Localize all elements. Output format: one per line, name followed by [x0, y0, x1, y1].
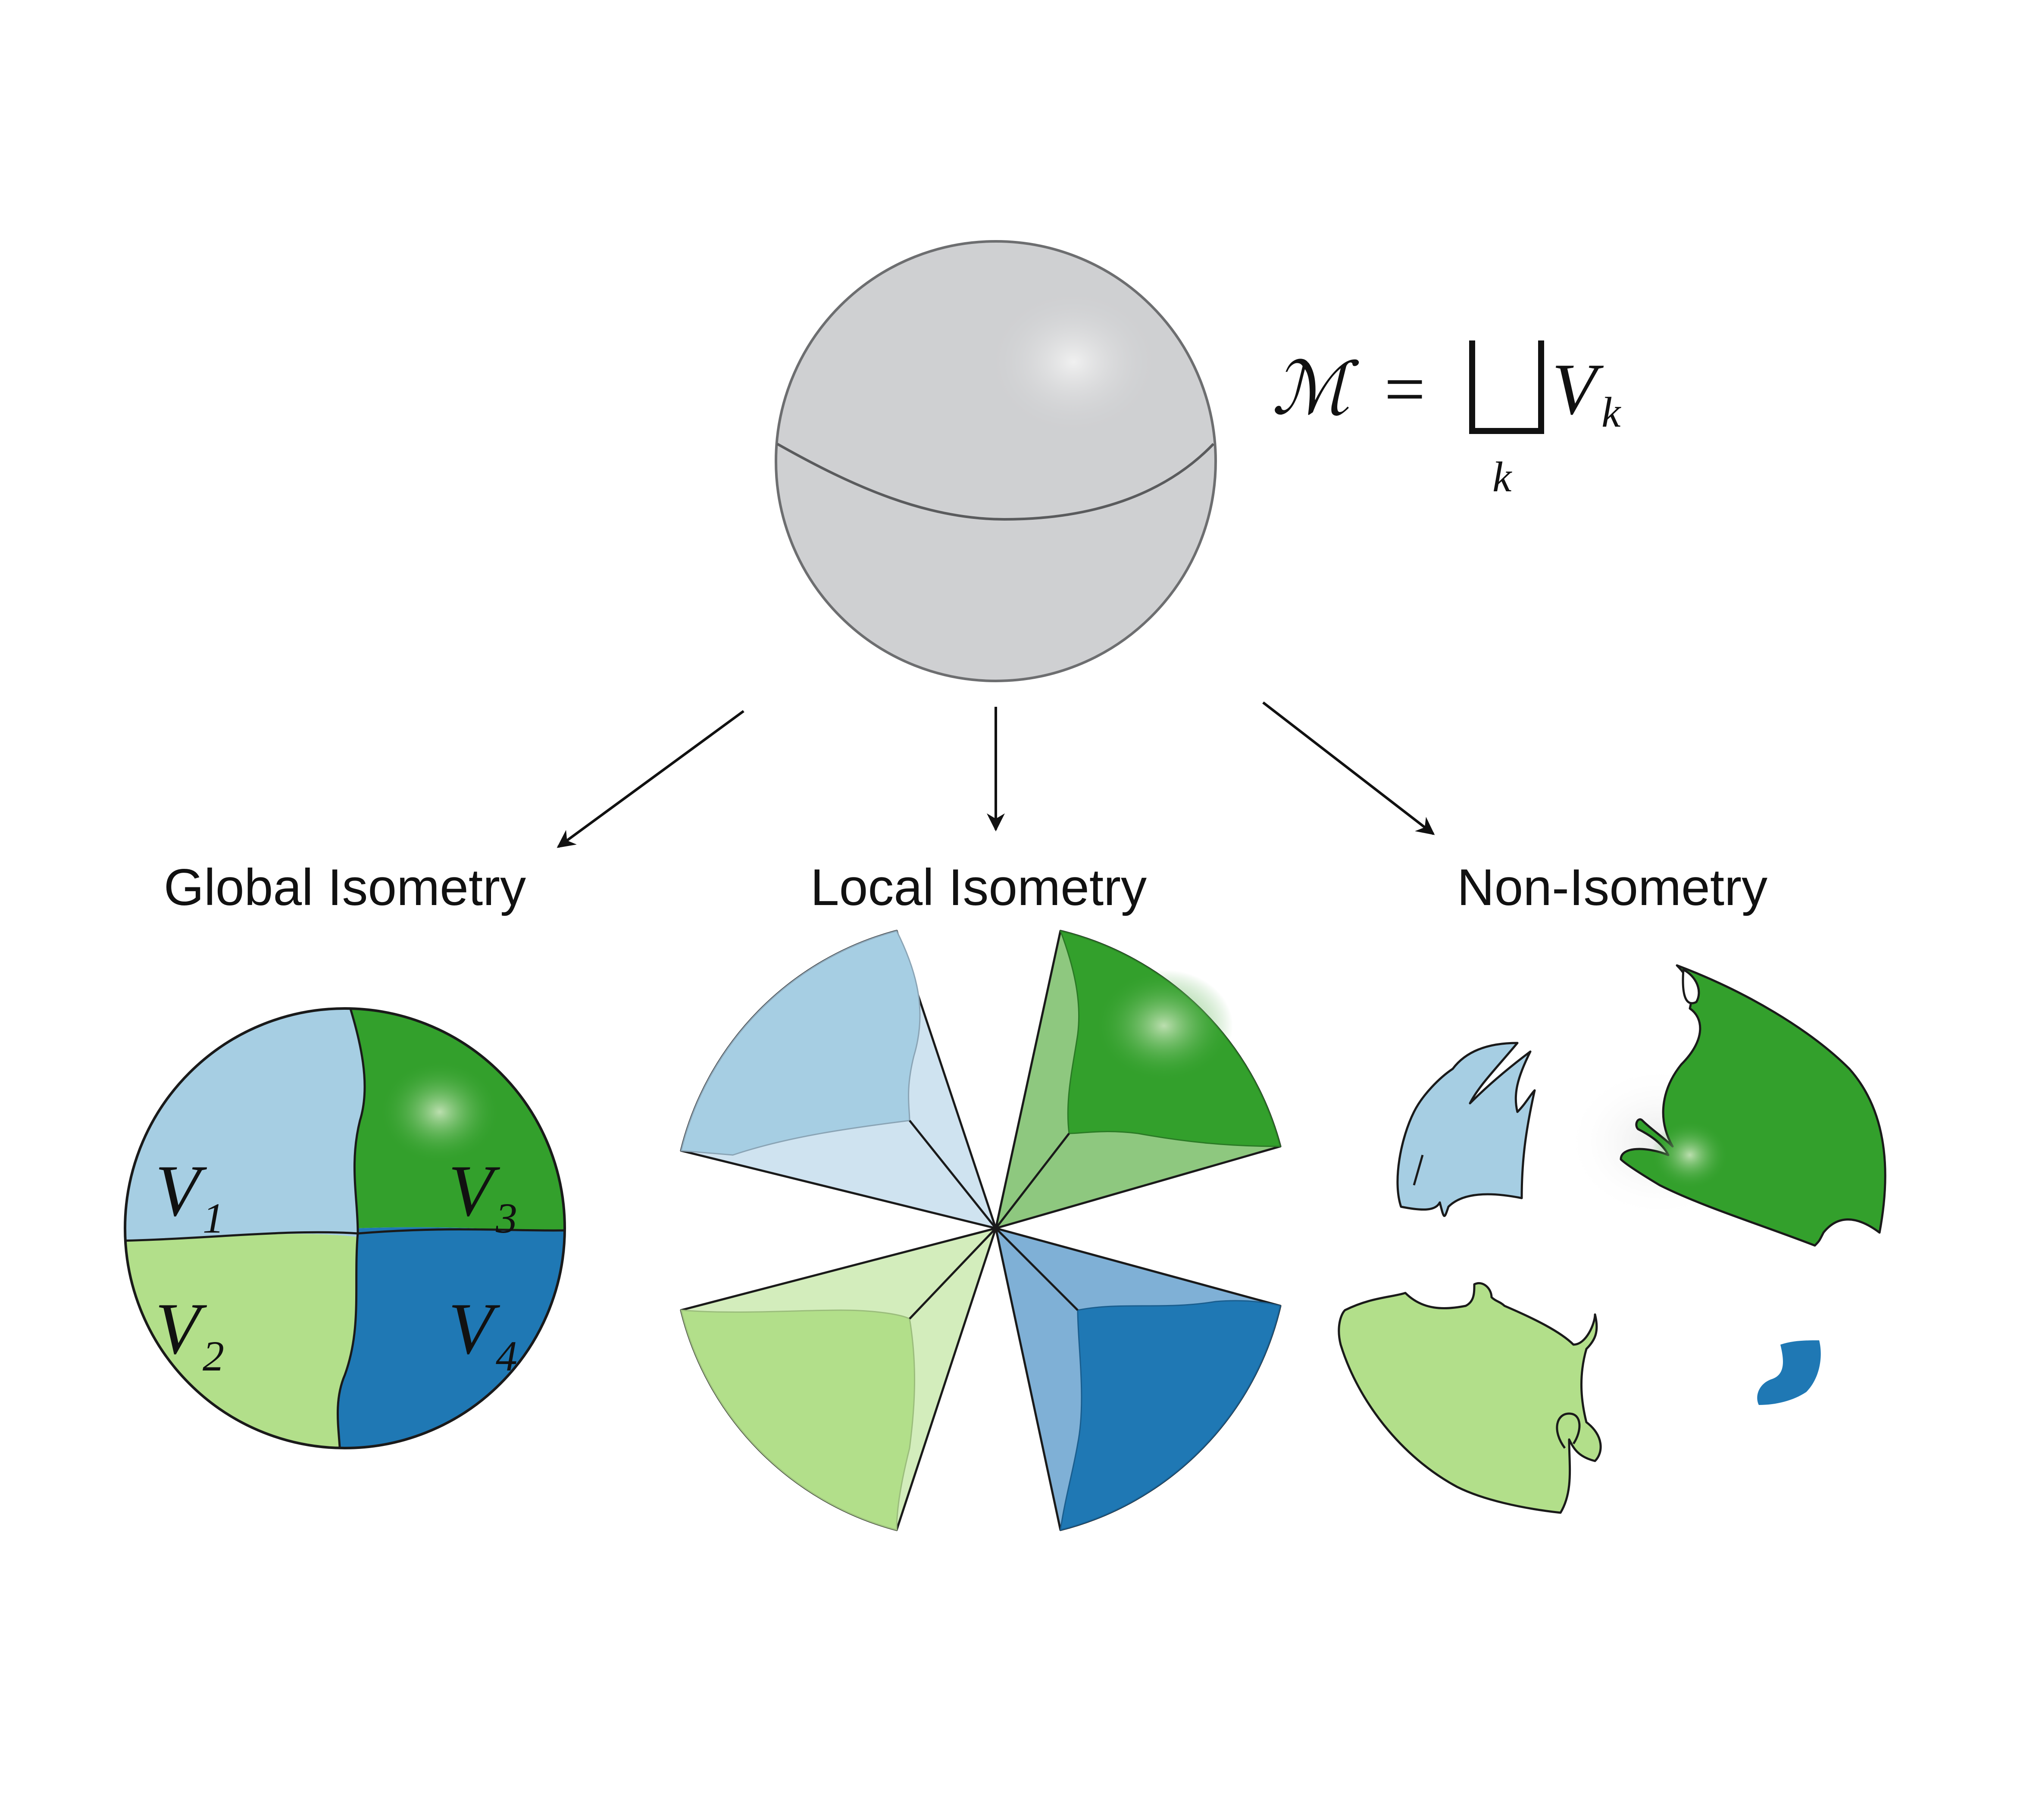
local-isometry-wedges — [680, 930, 1282, 1531]
piece-v2 — [1338, 1282, 1602, 1514]
piece-v1 — [1396, 1042, 1536, 1217]
formula-equals: = — [1379, 349, 1429, 430]
arrow-to-global — [557, 710, 744, 848]
seam-v4 — [995, 1227, 1079, 1311]
label-v1: V — [155, 1150, 207, 1231]
non-isometry-pieces — [1338, 964, 1886, 1514]
label-v4-subscript: 4 — [496, 1332, 517, 1380]
wedge-v1-surface — [680, 930, 921, 1156]
sphere-highlight — [987, 289, 1160, 435]
formula-index: k — [1492, 453, 1512, 501]
piece-v3-highlight — [1651, 1121, 1729, 1189]
label-v2: V — [155, 1288, 207, 1369]
piece-v2-fold — [1556, 1412, 1581, 1449]
region-v1 — [125, 1008, 365, 1241]
label-non-isometry: Non-Isometry — [1457, 858, 1767, 916]
seam-v2 — [909, 1227, 997, 1320]
global-disk-outline — [124, 1007, 566, 1449]
label-v1-subscript: 1 — [203, 1194, 224, 1242]
arrows — [557, 701, 1435, 848]
seam-v3 — [995, 1133, 1070, 1229]
wedge-v3-highlight — [1095, 970, 1233, 1082]
wedge-v3 — [995, 930, 1282, 1230]
arrow-to-non — [1262, 701, 1435, 835]
global-highlight — [379, 1060, 500, 1164]
label-local-isometry: Local Isometry — [810, 858, 1147, 916]
label-global-isometry: Global Isometry — [164, 858, 526, 916]
formula-term: V — [1552, 349, 1604, 430]
wedge-v1 — [680, 930, 997, 1230]
global-isometry-disk: V 1 V 3 V 2 V 4 — [124, 1007, 566, 1449]
formula-lhs: ℳ — [1272, 349, 1359, 430]
sphere-equator — [776, 443, 1215, 521]
piece-v4 — [1757, 1340, 1821, 1405]
formula-term-subscript: k — [1601, 388, 1621, 436]
label-v3: V — [448, 1150, 500, 1231]
sphere-body — [775, 240, 1217, 682]
partition-formula: ℳ = V k k — [1272, 340, 1621, 501]
wedge-v2 — [680, 1227, 997, 1531]
label-v4: V — [448, 1288, 500, 1369]
seam-v1 — [909, 1120, 997, 1229]
coproduct-symbol — [1469, 340, 1544, 434]
wedge-v4-surface — [1060, 1300, 1281, 1531]
wedge-v4 — [995, 1227, 1282, 1531]
piece-v1-tear — [1413, 1155, 1424, 1186]
divider-horizontal — [125, 1227, 565, 1242]
label-v3-subscript: 3 — [495, 1194, 517, 1242]
piece-v3-notch — [1682, 968, 1700, 1005]
manifold-sphere — [775, 240, 1217, 682]
label-v2-subscript: 2 — [203, 1332, 224, 1380]
wedge-v2-surface — [680, 1309, 916, 1531]
